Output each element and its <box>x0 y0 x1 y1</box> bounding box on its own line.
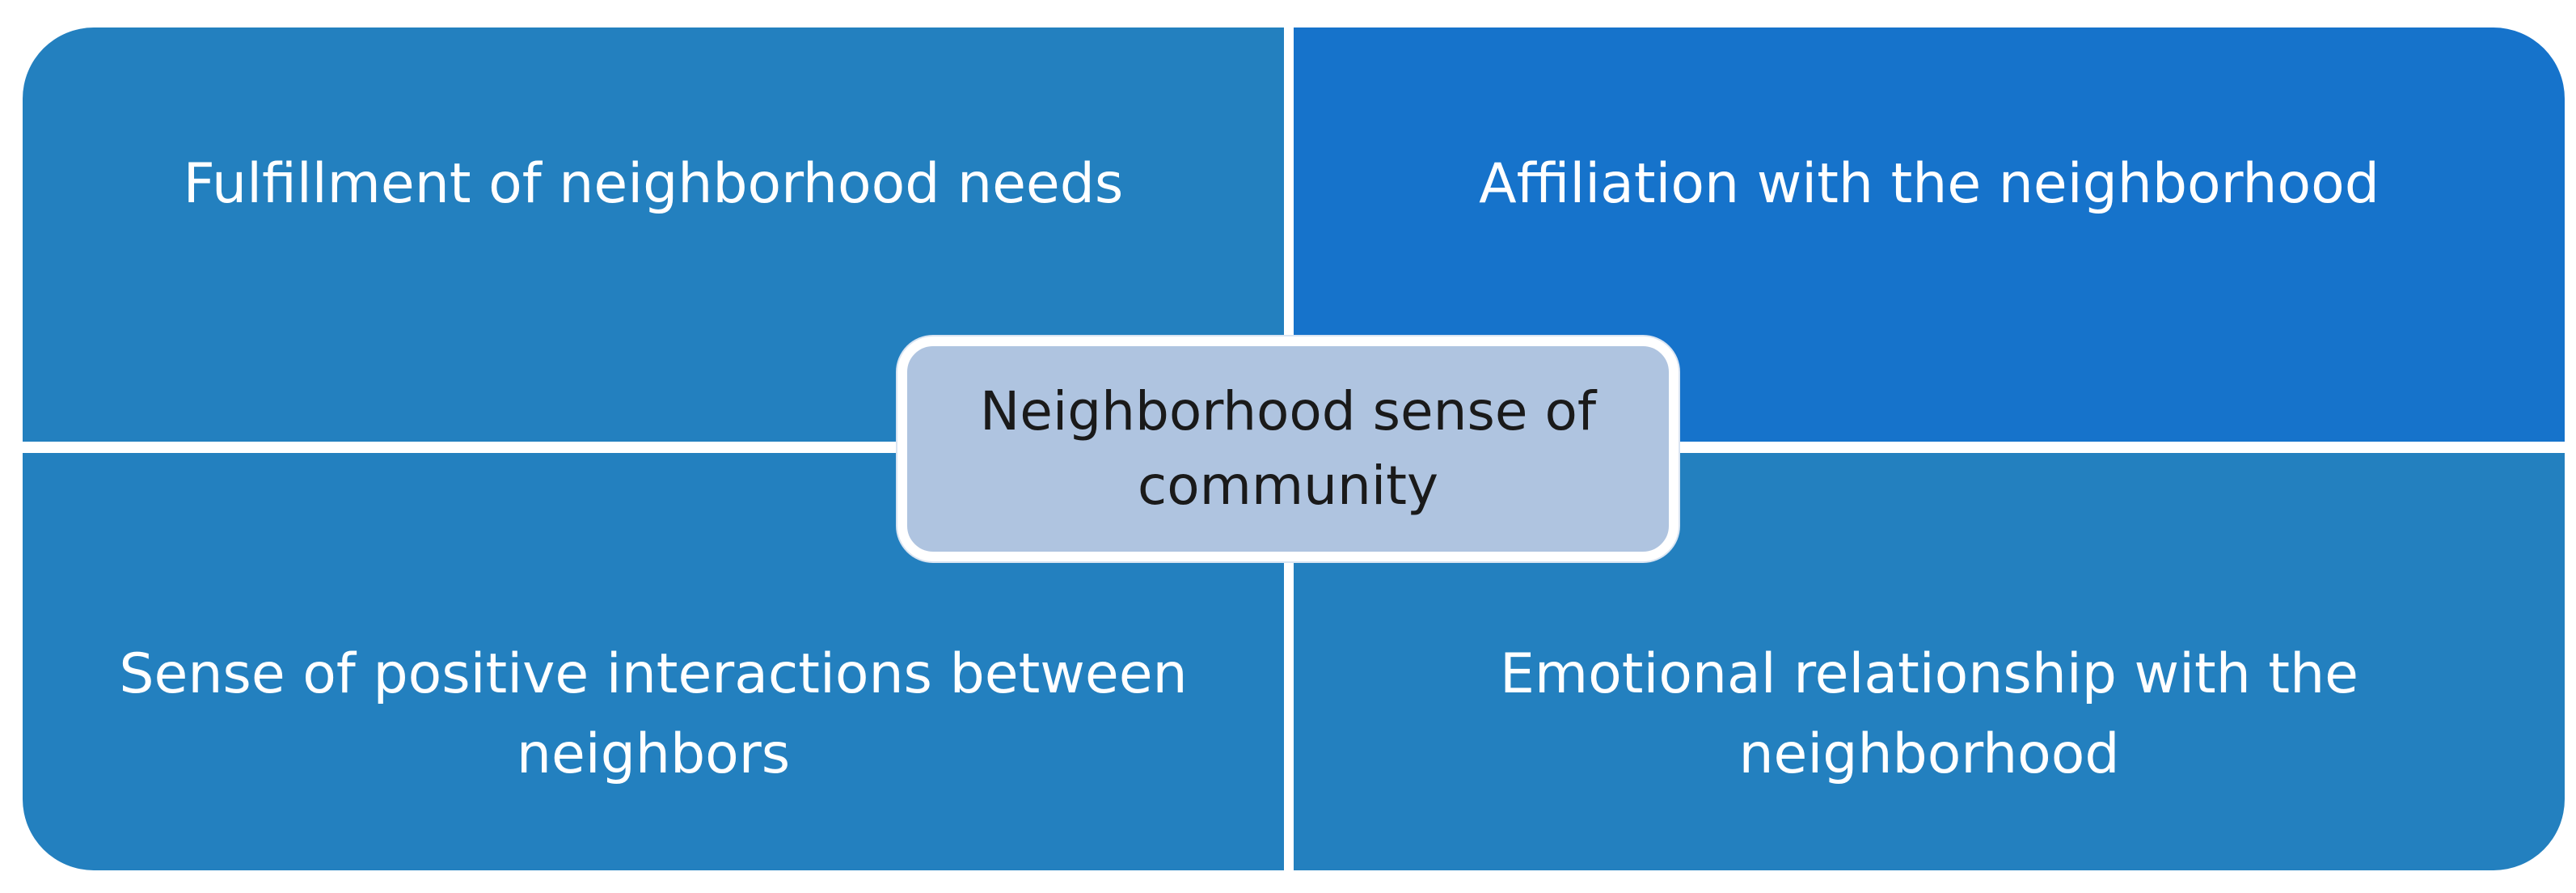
center-concept-box: Neighborhood sense of community <box>897 336 1679 561</box>
quadrant-neighborhood-needs: Fulfillment of neighborhood needs <box>23 28 1284 442</box>
quadrant-label-emotional: Emotional relationship with the neighbor… <box>1499 642 2359 786</box>
center-concept-label: Neighborhood sense of community <box>979 379 1597 517</box>
quadrant-label-interactions: Sense of positive interactions between n… <box>119 642 1188 786</box>
quadrant-label-needs: Fulfillment of neighborhood needs <box>183 152 1124 216</box>
quadrant-positive-interactions: Sense of positive interactions between n… <box>23 453 1284 870</box>
quadrant-label-affiliation: Affiliation with the neighborhood <box>1479 152 2380 216</box>
